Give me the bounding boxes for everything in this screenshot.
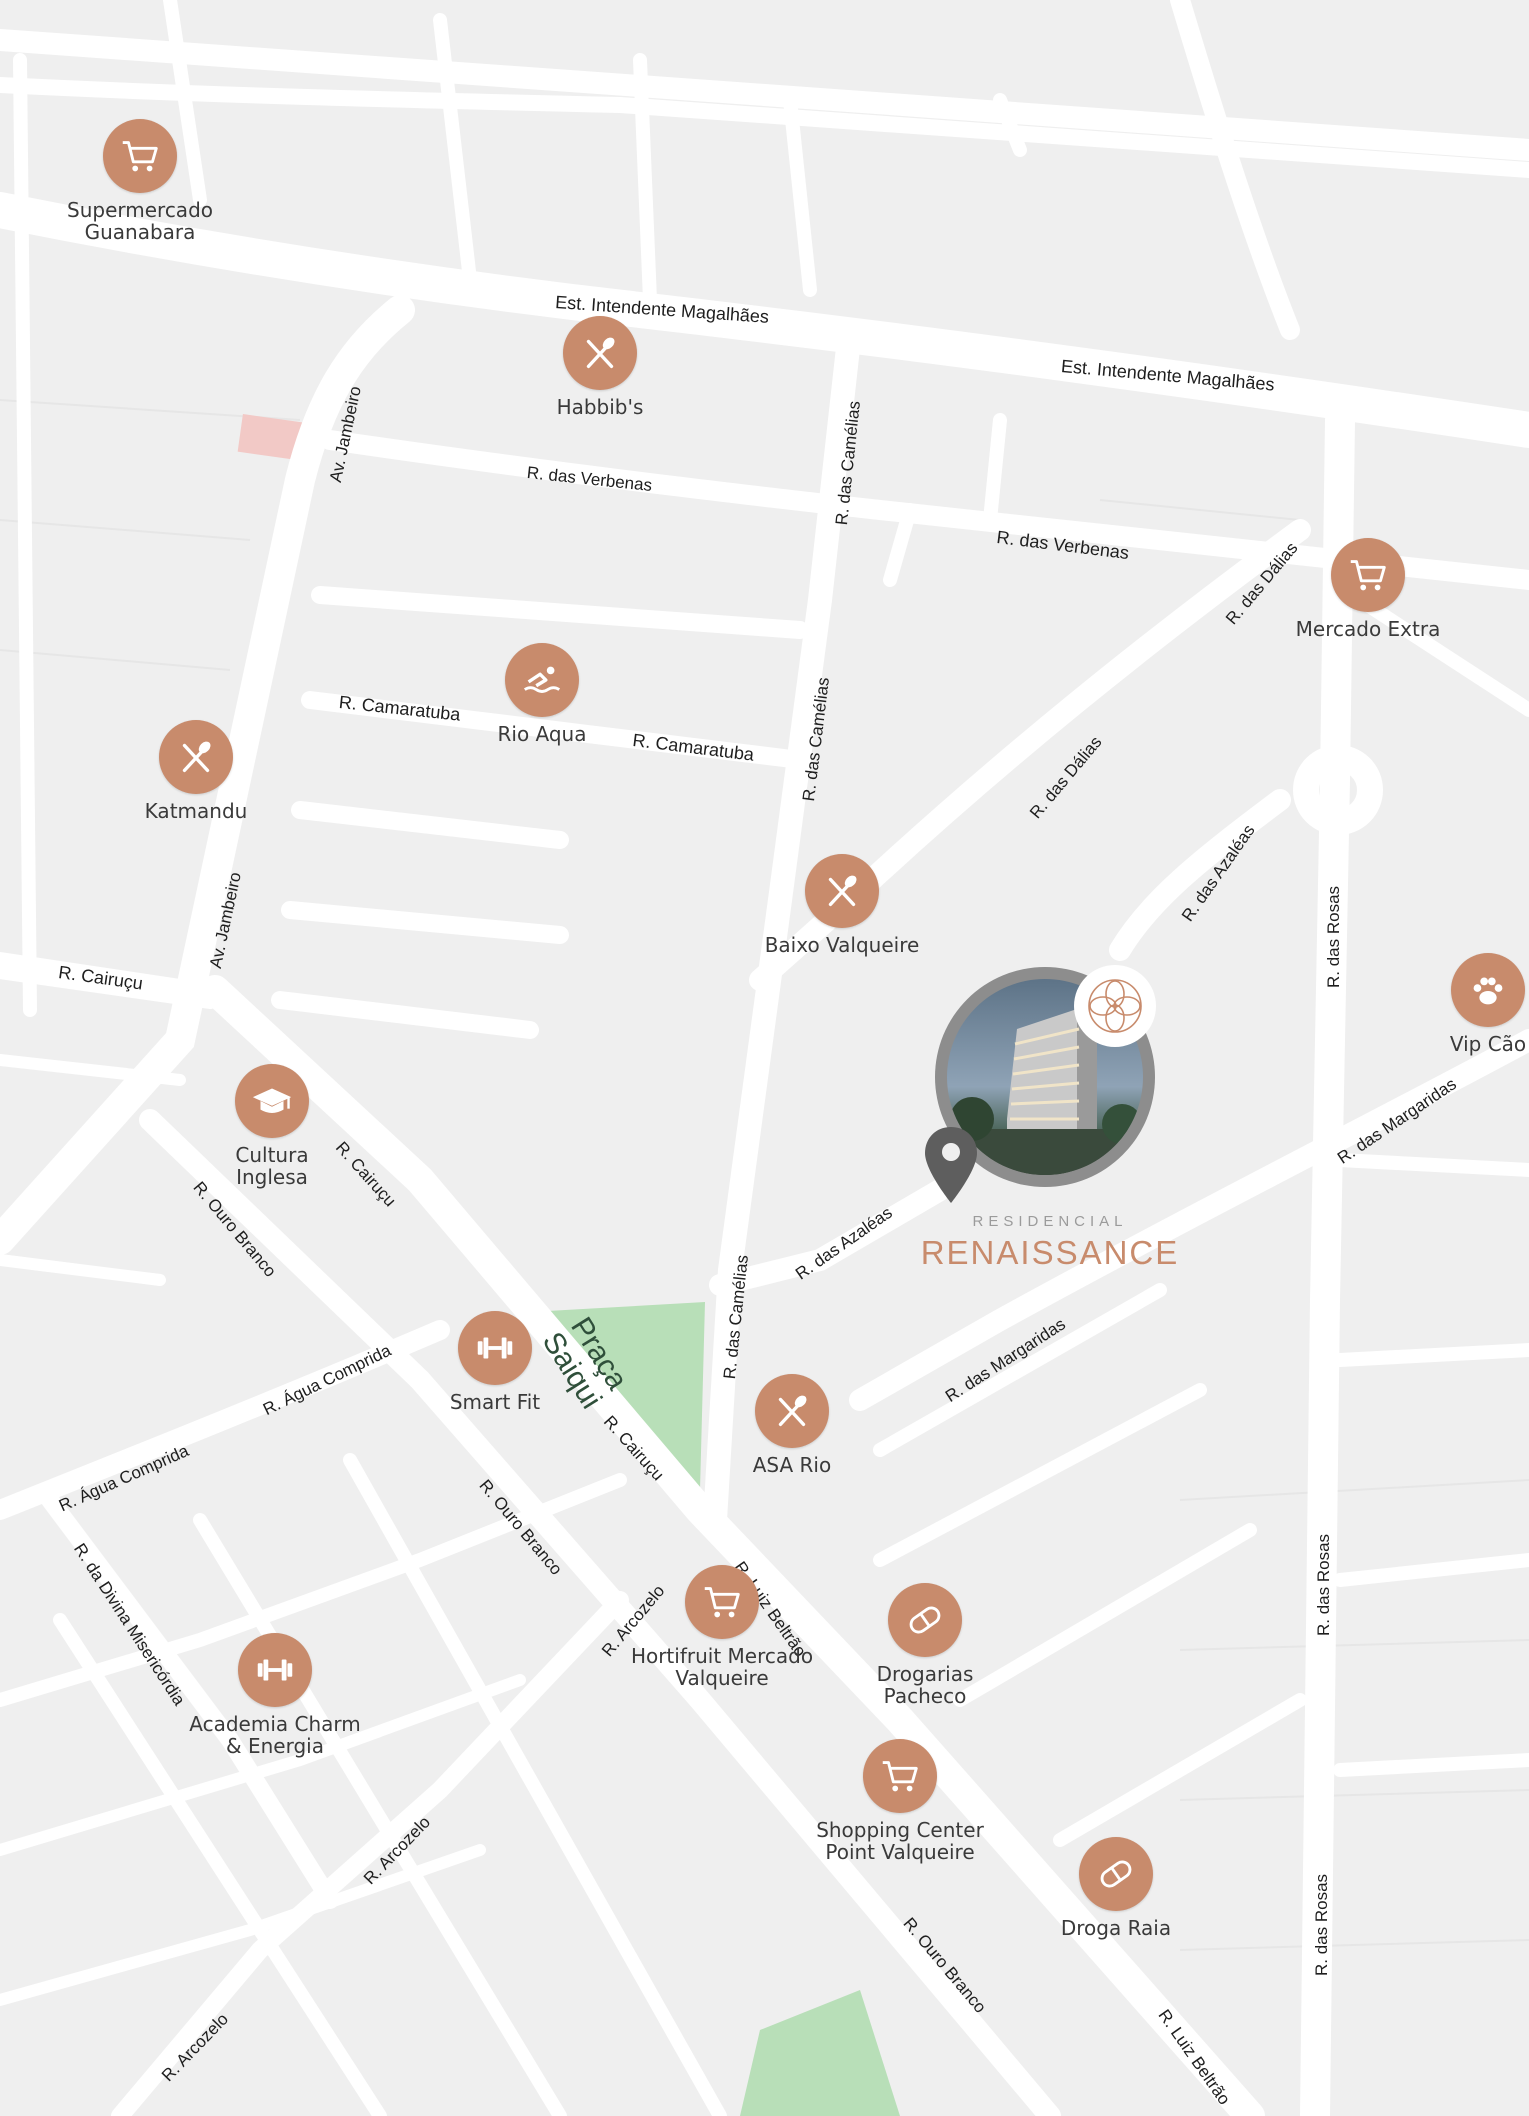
swimming-icon	[505, 643, 579, 717]
poi-droga-raia[interactable]: Droga Raia	[996, 1837, 1236, 1939]
brand-name: RENAISSANCE	[920, 1234, 1180, 1271]
poi-vip-cao[interactable]: Vip Cão	[1368, 953, 1529, 1055]
graduation-cap-icon	[235, 1064, 309, 1138]
map-pin-icon[interactable]	[923, 1125, 979, 1205]
poi-label: Baixo Valqueire	[764, 933, 920, 957]
shopping-cart-icon	[103, 119, 177, 193]
restaurant-icon	[805, 854, 879, 928]
dumbbell-icon	[458, 1311, 532, 1385]
poi-label: Smart Fit	[449, 1390, 541, 1414]
poi-label: Shopping Center Point Valqueire	[816, 1818, 984, 1864]
restaurant-icon	[755, 1374, 829, 1448]
shopping-cart-icon	[863, 1739, 937, 1813]
poi-label: Vip Cão	[1449, 1032, 1527, 1056]
poi-supermercado-guanabara[interactable]: Supermercado Guanabara	[20, 119, 260, 243]
poi-label: Katmandu	[144, 799, 248, 823]
street-label: R. das Rosas	[1324, 885, 1343, 988]
poi-label: ASA Rio	[752, 1453, 832, 1477]
poi-hortifruit[interactable]: Hortifruit Mercado Valqueire	[602, 1565, 842, 1689]
poi-baixo-valqueire[interactable]: Baixo Valqueire	[722, 854, 962, 956]
poi-smart-fit[interactable]: Smart Fit	[375, 1311, 615, 1413]
poi-shopping-center-point-valqueire[interactable]: Shopping Center Point Valqueire	[780, 1739, 1020, 1863]
poi-drogarias-pacheco[interactable]: Drogarias Pacheco	[805, 1583, 1045, 1707]
shopping-cart-icon	[685, 1565, 759, 1639]
poi-label: Academia Charm & Energia	[189, 1712, 361, 1758]
poi-label: Habbib's	[556, 395, 644, 419]
pill-icon	[888, 1583, 962, 1657]
shopping-cart-icon	[1331, 538, 1405, 612]
poi-rio-aqua[interactable]: Rio Aqua	[422, 643, 662, 745]
poi-label: Supermercado Guanabara	[67, 198, 213, 244]
poi-label: Mercado Extra	[1295, 617, 1441, 641]
pill-icon	[1079, 1837, 1153, 1911]
poi-academia-charm[interactable]: Academia Charm & Energia	[155, 1633, 395, 1757]
restaurant-icon	[159, 720, 233, 794]
poi-label: Cultura Inglesa	[235, 1143, 309, 1189]
poi-mercado-extra[interactable]: Mercado Extra	[1248, 538, 1488, 640]
flower-emblem-icon	[1074, 965, 1156, 1047]
poi-label: Droga Raia	[1060, 1916, 1172, 1940]
street-label: R. das Rosas	[1312, 1873, 1331, 1976]
poi-katmandu[interactable]: Katmandu	[76, 720, 316, 822]
poi-label: Drogarias Pacheco	[876, 1662, 974, 1708]
brand-subtitle: RESIDENCIAL	[972, 1213, 1128, 1230]
poi-label: Rio Aqua	[497, 722, 587, 746]
dumbbell-icon	[238, 1633, 312, 1707]
poi-habbibs[interactable]: Habbib's	[480, 316, 720, 418]
poi-cultura-inglesa[interactable]: Cultura Inglesa	[152, 1064, 392, 1188]
street-label: R. das Rosas	[1314, 1533, 1333, 1636]
restaurant-icon	[563, 316, 637, 390]
poi-label: Hortifruit Mercado Valqueire	[630, 1644, 814, 1690]
poi-asa-rio[interactable]: ASA Rio	[672, 1374, 912, 1476]
paw-icon	[1451, 953, 1525, 1027]
